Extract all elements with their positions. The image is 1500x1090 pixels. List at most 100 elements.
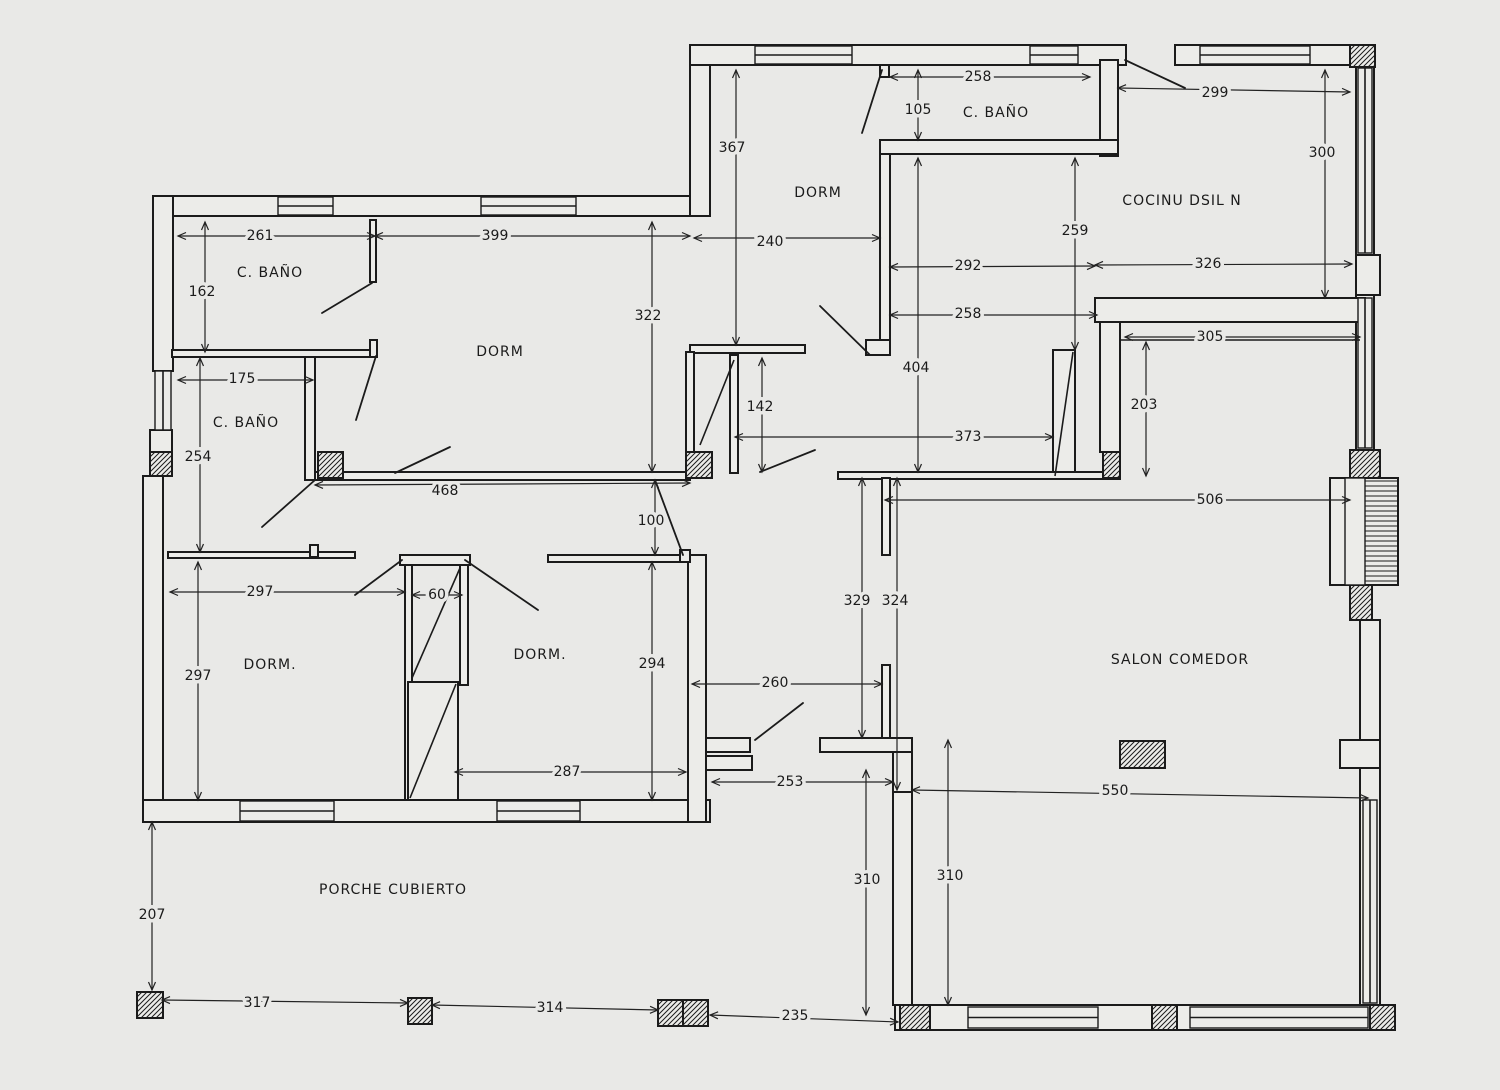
porch-pillar-2-hatch-line bbox=[426, 1018, 433, 1025]
room-label-dorm-top-left: DORM bbox=[476, 344, 524, 360]
dimension-arrow-7 bbox=[1116, 84, 1127, 93]
porch-pillar-2-hatch-line bbox=[407, 997, 424, 1014]
dimension-arrow-12 bbox=[1343, 259, 1354, 269]
wall-north-dorm-bottom-left bbox=[167, 551, 356, 559]
dimension-arrow-8 bbox=[1320, 289, 1330, 300]
wall-south-dorm-middle bbox=[689, 344, 806, 354]
counter-diagonal bbox=[1054, 351, 1074, 477]
dimension-label-34: 310 bbox=[854, 872, 881, 888]
dimension-arrow-6 bbox=[888, 72, 899, 82]
fireplace-hearth-hatch-line bbox=[1119, 740, 1136, 757]
pillar-corridor-hatch-line bbox=[699, 465, 713, 479]
dimension-label-15: 175 bbox=[229, 371, 256, 387]
dimension-arrow-11 bbox=[1086, 261, 1097, 271]
dimension-line-39 bbox=[709, 1014, 899, 1023]
dimension-arrow-13 bbox=[1088, 310, 1099, 320]
pillar-west-hatch-line bbox=[165, 469, 173, 477]
pillar-corridor-hatch-line bbox=[704, 470, 713, 479]
room-label-porche: PORCHE CUBIERTO bbox=[319, 882, 467, 898]
dimension-label-11: 292 bbox=[955, 258, 982, 274]
wall-closet-east bbox=[459, 564, 469, 686]
wall-east-jamb bbox=[1355, 254, 1381, 296]
dimension-arrow-0 bbox=[176, 231, 187, 241]
pillar-north-east-hatch-line bbox=[1349, 44, 1366, 61]
pillar-bath-left-hatch-line bbox=[317, 451, 329, 463]
dimension-label-16: 254 bbox=[185, 449, 212, 465]
pillar-bath-left-hatch-line bbox=[336, 471, 344, 479]
dimension-label-8: 300 bbox=[1309, 145, 1336, 161]
dimension-label-10: 259 bbox=[1062, 223, 1089, 239]
pillar-corridor-hatch-line bbox=[685, 451, 712, 478]
porch-pillar-2-hatch-line bbox=[407, 997, 414, 1004]
dimension-label-2: 162 bbox=[189, 284, 216, 300]
dimension-label-6: 258 bbox=[965, 69, 992, 85]
wall-east-bath-top bbox=[1099, 59, 1119, 157]
porch-pillar-1-hatch-line bbox=[145, 1000, 164, 1019]
dimension-arrow-9 bbox=[871, 233, 882, 243]
door-bath-left bbox=[261, 479, 316, 528]
dimension-label-0: 261 bbox=[247, 228, 274, 244]
dimension-arrow-32 bbox=[884, 777, 895, 787]
dimension-label-22: 506 bbox=[1197, 492, 1224, 508]
dimension-arrow-14 bbox=[1123, 332, 1134, 342]
porch-pillar-3a-hatch-line bbox=[657, 999, 684, 1026]
door-porch bbox=[754, 702, 804, 741]
dimension-arrow-35 bbox=[943, 996, 953, 1007]
wall-salon-partition-1 bbox=[881, 477, 891, 556]
wall-stub-porch-1 bbox=[705, 737, 751, 753]
pillar-bath-left-hatch-line bbox=[317, 451, 344, 478]
dimension-label-35: 310 bbox=[937, 868, 964, 884]
dimension-label-18: 404 bbox=[903, 360, 930, 376]
porch-pillar-3a-hatch-line bbox=[661, 1004, 684, 1027]
dimension-line-12 bbox=[1094, 263, 1353, 266]
pillar-east-2-hatch-line bbox=[1349, 592, 1373, 616]
dimension-arrow-10 bbox=[1070, 156, 1080, 167]
pillar-west-hatch-line bbox=[155, 459, 173, 477]
dimension-label-23: 100 bbox=[638, 513, 665, 529]
porch-pillar-3b-hatch-line bbox=[691, 1009, 709, 1027]
door-bath-top-right bbox=[861, 69, 883, 134]
porch-pillar-2-hatch-line bbox=[416, 1008, 433, 1025]
dimension-label-32: 253 bbox=[777, 774, 804, 790]
porch-pillar-1-hatch-line bbox=[160, 1015, 164, 1019]
fireplace-hearth-hatch-line bbox=[1119, 740, 1146, 767]
fireplace-hearth-hatch-line bbox=[1137, 740, 1166, 769]
porch-pillar-1-hatch-line bbox=[136, 991, 143, 998]
fireplace-hearth-hatch-line bbox=[1142, 745, 1166, 769]
pillar-west-hatch-line bbox=[160, 464, 173, 477]
pillar-south-east-hatch-line bbox=[1369, 1004, 1376, 1011]
wall-bath-left-north bbox=[171, 349, 378, 358]
kitchen-inner-line bbox=[1119, 339, 1360, 478]
door-bath-left-swing bbox=[355, 355, 377, 421]
pillar-east-1-hatch-line bbox=[1361, 459, 1381, 479]
wall-stub-dorm-bottom-middle bbox=[679, 549, 691, 563]
pillar-south-east-hatch-line bbox=[1369, 1004, 1381, 1016]
dimension-line-11 bbox=[889, 265, 1096, 268]
dimension-arrow-25 bbox=[453, 590, 464, 600]
dimension-arrow-12 bbox=[1093, 260, 1104, 270]
dimension-arrow-8 bbox=[1320, 68, 1330, 79]
dimension-arrow-36 bbox=[147, 981, 157, 992]
porch-pillar-1-hatch-line bbox=[140, 995, 164, 1019]
room-label-bano-left: C. BAÑO bbox=[213, 414, 279, 431]
dimension-label-12: 326 bbox=[1195, 256, 1222, 272]
porch-pillar-3b-hatch-line bbox=[696, 1014, 709, 1027]
dimension-arrow-4 bbox=[731, 336, 741, 347]
dimension-label-28: 297 bbox=[185, 668, 212, 684]
wall-north-left-wing bbox=[154, 195, 711, 217]
pillar-south-salon-west-hatch-line bbox=[909, 1009, 931, 1031]
pillar-south-salon-west-hatch-line bbox=[924, 1024, 931, 1031]
porch-pillar-3b-hatch-line bbox=[706, 1024, 709, 1027]
dimension-arrow-1 bbox=[681, 231, 692, 241]
dimension-label-31: 287 bbox=[554, 764, 581, 780]
fireplace-hearth-hatch-line bbox=[1127, 740, 1156, 769]
porch-pillar-3a-hatch-line bbox=[666, 1009, 684, 1027]
porch-pillar-2-hatch-line bbox=[407, 998, 433, 1024]
pillar-north-east-hatch-line bbox=[1349, 44, 1361, 56]
pillar-south-salon-middle-hatch-line bbox=[1151, 1004, 1158, 1011]
pillar-west-hatch-line bbox=[170, 474, 173, 477]
wall-stub-bath-door bbox=[879, 64, 890, 78]
pillar-east-1-hatch-line bbox=[1349, 449, 1366, 466]
porch-pillar-1-hatch-line bbox=[136, 991, 158, 1013]
chimney-flue bbox=[1344, 477, 1366, 586]
